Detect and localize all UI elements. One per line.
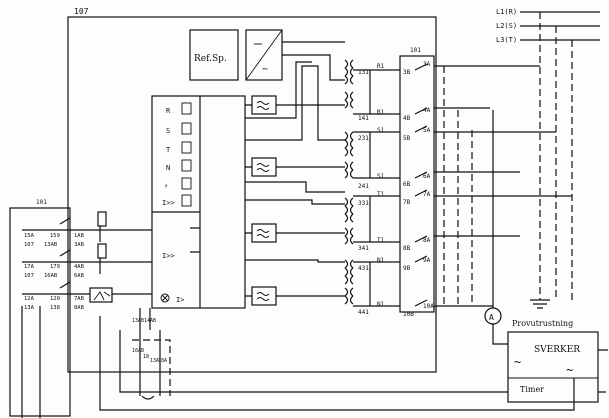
- ct-label: 231: [358, 135, 369, 142]
- terminal-label: 9B: [403, 265, 411, 272]
- terminal-label: 179: [50, 264, 60, 270]
- terminal-label: 18A: [158, 358, 167, 364]
- test-block-terminals: 3B 3A 4B 4A 5B 5A 6B 6A 7B 7A 8B 8A 9B 9…: [403, 61, 434, 318]
- terminal-label: 13A: [150, 358, 159, 364]
- left-terminal-list: 15A 159 1AB 107 13AB 3AB 17A 179 4AB 107…: [24, 233, 85, 311]
- relay-row-label: S: [166, 127, 170, 135]
- provutrustning-label: Provutrustning: [512, 319, 573, 328]
- filter-icon: [251, 223, 277, 243]
- terminal-label: 7B: [403, 199, 411, 206]
- terminal-label: 4AB: [74, 264, 85, 270]
- side-label: T1: [377, 237, 385, 244]
- left-block-label: 101: [36, 199, 47, 206]
- terminal-label: 17A: [24, 264, 35, 270]
- terminal-label: 8A: [423, 237, 431, 244]
- terminal-label: 1AB: [74, 233, 85, 239]
- dc-supply-symbol: ~: [262, 64, 268, 75]
- terminal-label: 5A: [423, 127, 431, 134]
- relay-contact-icons: [181, 102, 192, 207]
- terminal-label: 8AB: [74, 305, 85, 311]
- terminal-label: 5B: [403, 135, 411, 142]
- terminal-label: 10A: [423, 303, 434, 310]
- terminal-label: 3B: [403, 69, 411, 76]
- relay-row-list: R S T N ⚡ I>> I>> I>: [162, 107, 184, 304]
- ct-label: 431: [358, 265, 369, 272]
- phase-label-l2: L2(S): [496, 22, 517, 30]
- side-label: S1: [377, 127, 385, 134]
- ct-label-list: 131 141 231 241 331 341 431 441: [358, 69, 369, 316]
- side-label: T1: [377, 191, 385, 198]
- ac-source-icon: ~: [514, 355, 521, 369]
- contact-icon: [97, 243, 107, 259]
- terminal-label: 6B: [403, 181, 411, 188]
- filter-icon: [251, 286, 277, 306]
- terminal-label: 6AB: [74, 273, 85, 279]
- ref-sp-box: [189, 29, 239, 81]
- terminal-label: 107: [24, 242, 34, 248]
- side-label: N1: [377, 301, 385, 308]
- ac-source-icon: ~: [566, 363, 573, 377]
- relay-row-label: ⚡: [164, 182, 168, 190]
- cabinet-label: 107: [74, 7, 89, 16]
- filter-icon: [251, 95, 277, 115]
- terminal-label: 7AB: [74, 296, 85, 302]
- side-label-list: R1 R1 S1 S1 T1 T1 N1 N1: [377, 63, 385, 308]
- current-transformers: [344, 59, 354, 305]
- relay-module: [151, 95, 246, 309]
- contact-icon: [97, 211, 107, 227]
- ct-label: 441: [358, 309, 369, 316]
- side-label: N1: [377, 257, 385, 264]
- ct-label: 331: [358, 200, 369, 207]
- terminal-label: 16AB: [44, 273, 58, 279]
- side-label: R1: [377, 109, 385, 116]
- relay-row-label: I>>: [162, 252, 175, 260]
- ammeter-label: A: [489, 313, 494, 322]
- terminal-label: 15A: [24, 233, 35, 239]
- terminal-label: 18: [143, 354, 149, 360]
- ref-sp-label: Ref.Sp.: [194, 54, 227, 64]
- terminal-label: 16AB: [132, 348, 144, 354]
- terminal-label: 8B: [403, 245, 411, 252]
- relay-row-label: T: [166, 146, 171, 154]
- ct-label: 241: [358, 183, 369, 190]
- ct-label: 131: [358, 69, 369, 76]
- test-block: [399, 55, 435, 313]
- indicator-lamp-icon: [160, 293, 170, 303]
- relay-row-label: N: [166, 164, 170, 172]
- terminal-label: 13AB: [44, 242, 58, 248]
- filter-icon: [251, 157, 277, 177]
- terminal-label: 138: [50, 305, 60, 311]
- sverker-unit: [507, 331, 599, 403]
- terminal-label: 4A: [423, 107, 431, 114]
- terminal-label: 120: [50, 296, 60, 302]
- terminal-label: 7A: [423, 191, 431, 198]
- terminal-label: 3AB: [74, 242, 85, 248]
- filter-blocks: [251, 95, 277, 306]
- terminal-label: 13AB: [132, 318, 144, 324]
- terminal-label: 107: [24, 273, 34, 279]
- terminal-label: 159: [50, 233, 60, 239]
- earth-icon: [530, 299, 550, 309]
- terminal-label: 9A: [423, 257, 431, 264]
- terminal-label: 6A: [423, 173, 431, 180]
- terminal-label: 12A: [24, 296, 35, 302]
- ct-label: 341: [358, 245, 369, 252]
- phase-label-l1: L1(R): [496, 8, 517, 16]
- relay-row-label: I>: [176, 296, 184, 304]
- terminal-label: 4B: [403, 115, 411, 122]
- relay-row-label: I>>: [162, 199, 175, 207]
- test-block-label: 101: [410, 47, 421, 54]
- side-label: R1: [377, 63, 385, 70]
- ct-label: 141: [358, 115, 369, 122]
- terminal-label: 13A: [24, 305, 35, 311]
- relay-row-label: R: [166, 107, 171, 115]
- sverker-label: SVERKER: [534, 345, 580, 355]
- cabinet-frame: [67, 16, 437, 373]
- terminal-label: 10B: [403, 311, 414, 318]
- phase-label-l3: L3(T): [496, 36, 517, 44]
- side-label: S1: [377, 173, 385, 180]
- timer-label: Timer: [520, 385, 544, 394]
